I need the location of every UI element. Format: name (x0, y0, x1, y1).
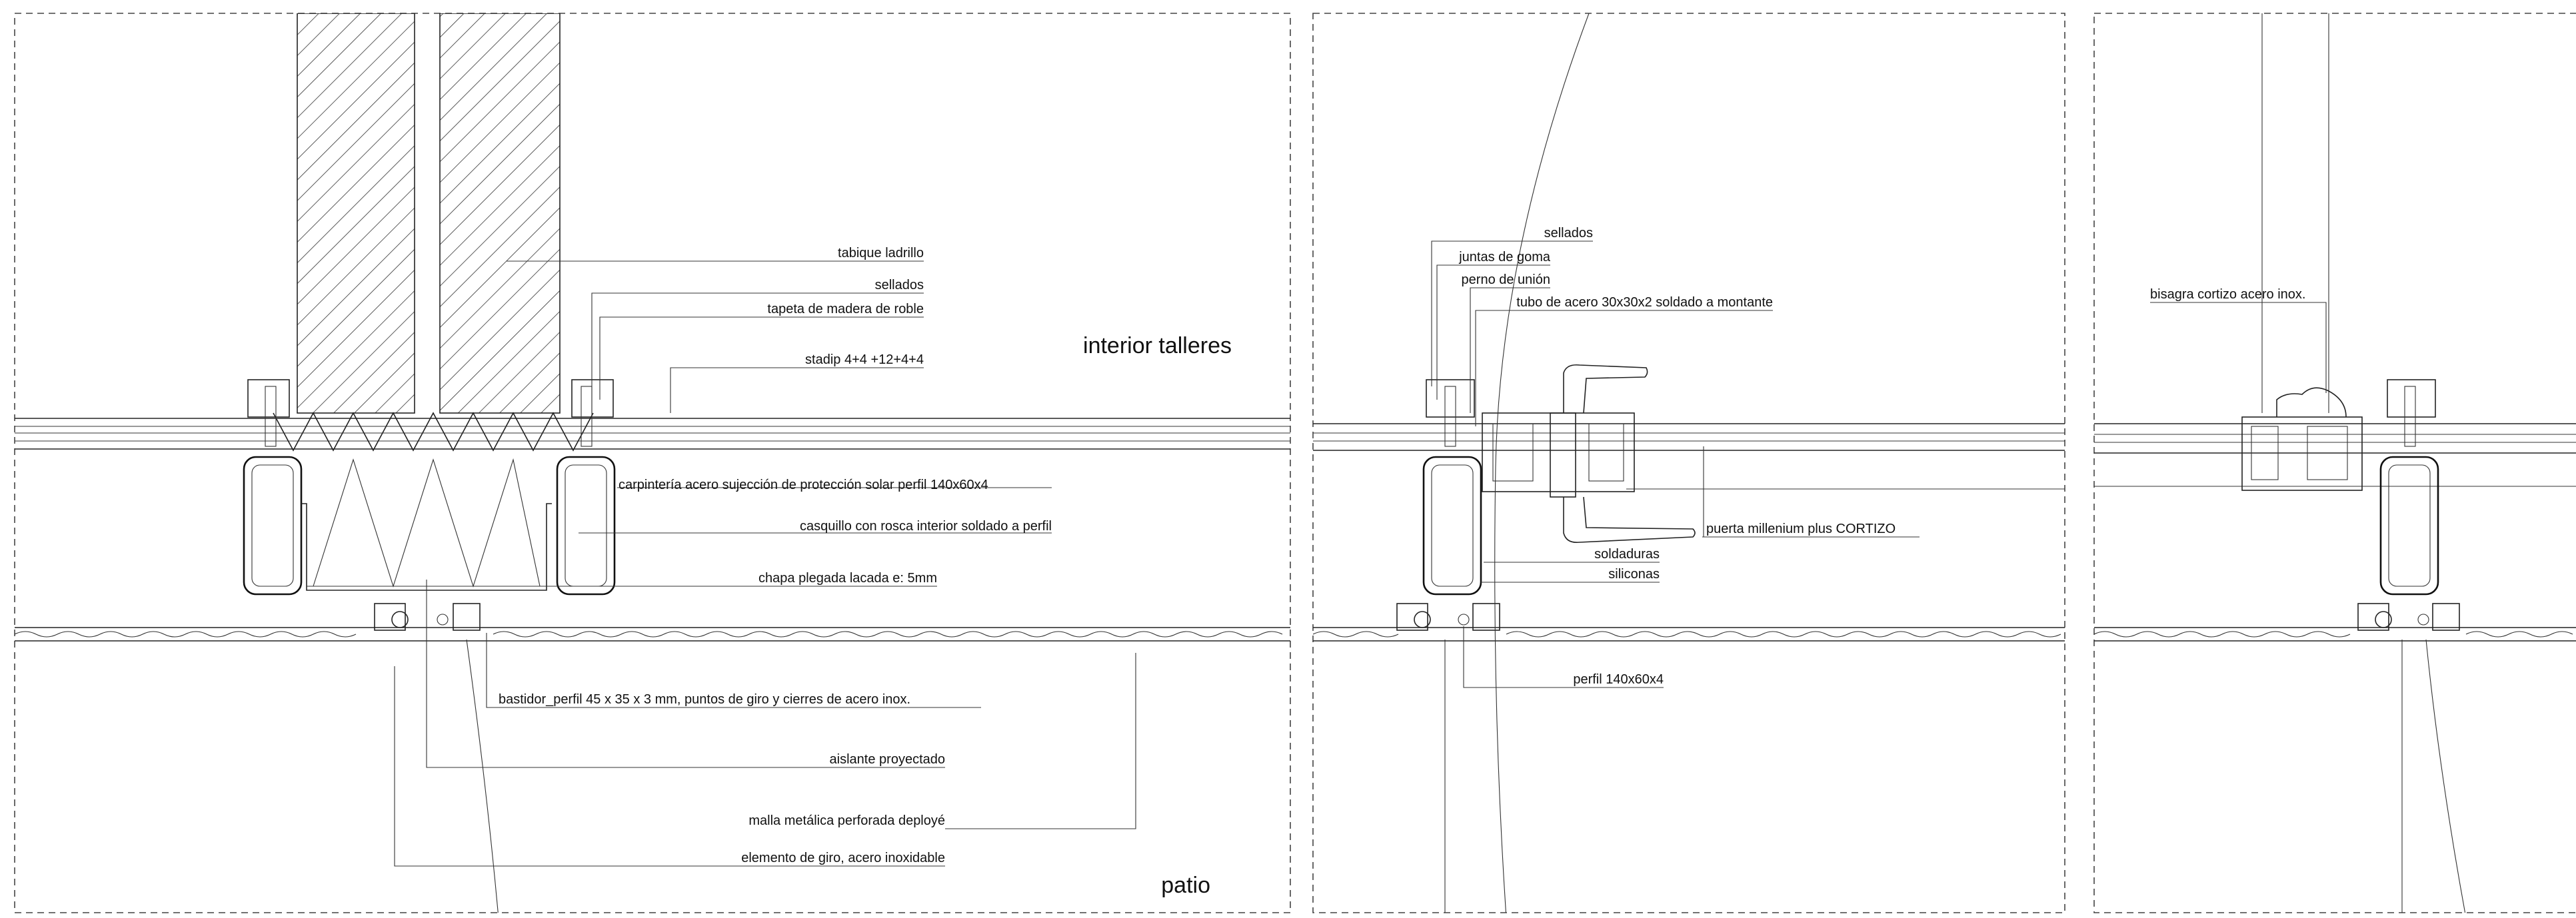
steel-profile-left (243, 456, 303, 596)
steel-profile-3 (2379, 456, 2439, 596)
hinge-body (2241, 416, 2363, 491)
leader-lines-2 (1431, 240, 1920, 688)
door-handle-top (1563, 364, 1648, 414)
hinge-swing-arc (2425, 639, 2466, 913)
perforated-mesh (14, 627, 1290, 642)
label-sellados-2: sellados (1544, 226, 1593, 240)
label-perno: perno de unión (1462, 272, 1550, 287)
label-aislante: aislante proyectado (830, 752, 945, 767)
label-perfil: perfil 140x60x4 (1573, 672, 1664, 687)
brick-wall-right (439, 13, 561, 414)
insulation-zigzag (313, 458, 541, 588)
leader-lines-1 (307, 260, 1136, 867)
steel-profile-right (556, 456, 616, 596)
label-casquillo: casquillo con rosca interior soldado a p… (800, 519, 1052, 534)
label-tapeta: tapeta de madera de roble (767, 302, 924, 316)
oak-trim-left (247, 379, 290, 418)
label-carpinteria: carpintería acero sujección de protecció… (619, 478, 988, 492)
panel-2-frame (1312, 13, 2065, 913)
label-soldaduras: soldaduras (1594, 547, 1660, 562)
panel-1-frame (14, 13, 1291, 913)
label-bisagra: bisagra cortizo acero inox. (2150, 287, 2305, 302)
folded-sheet (301, 503, 552, 591)
oak-trim-3 (2387, 379, 2436, 418)
brick-wall-left (297, 13, 415, 414)
label-puerta: puerta millenium plus CORTIZO (1706, 522, 1896, 536)
label-interior-talleres: interior talleres (1083, 333, 1232, 358)
label-sellados-1: sellados (875, 278, 924, 292)
door-frame-profile (1482, 412, 1635, 492)
oak-trim-right (571, 379, 614, 418)
steel-profile-2 (1422, 456, 1482, 596)
label-patio: patio (1161, 873, 1210, 898)
label-stadip: stadip 4+4 +12+4+4 (805, 352, 924, 367)
perforated-mesh-2 (1313, 627, 2065, 642)
panel-2-door-section: sellados juntas de goma perno de unión t… (1312, 13, 2065, 913)
label-malla: malla metálica perforada deployé (748, 813, 945, 828)
hinge-knuckle (2276, 387, 2347, 418)
label-tabique: tabique ladrillo (838, 246, 924, 260)
label-chapa: chapa plegada lacada e: 5mm (758, 571, 937, 586)
panel-3-frame (2093, 13, 2576, 913)
label-bastidor: bastidor_perfil 45 x 35 x 3 mm, puntos d… (499, 692, 910, 707)
glazing-lines-2 (1313, 423, 2065, 490)
label-siliconas: siliconas (1608, 567, 1660, 582)
label-tubo: tubo de acero 30x30x2 soldado a montante (1516, 295, 1773, 310)
glazing-lines-3 (2094, 423, 2576, 487)
label-elemento: elemento de giro, acero inoxidable (741, 851, 945, 865)
glazing-lines (15, 418, 1290, 450)
oak-trim-2 (1426, 379, 1475, 418)
perforated-mesh-3 (2093, 627, 2576, 642)
swing-arc-1 (466, 639, 499, 913)
label-juntas: juntas de goma (1458, 250, 1551, 264)
door-handle-bottom (1563, 496, 1696, 544)
door-swing-arc (1494, 13, 1590, 913)
zigzag-infill-top (273, 412, 594, 452)
leader-bisagra (2150, 302, 2327, 393)
panel-1-wall-section: tabique ladrillo sellados tapeta de made… (14, 13, 1291, 913)
panel-3-hinge-section: bisagra cortizo acero inox. (2093, 13, 2576, 913)
